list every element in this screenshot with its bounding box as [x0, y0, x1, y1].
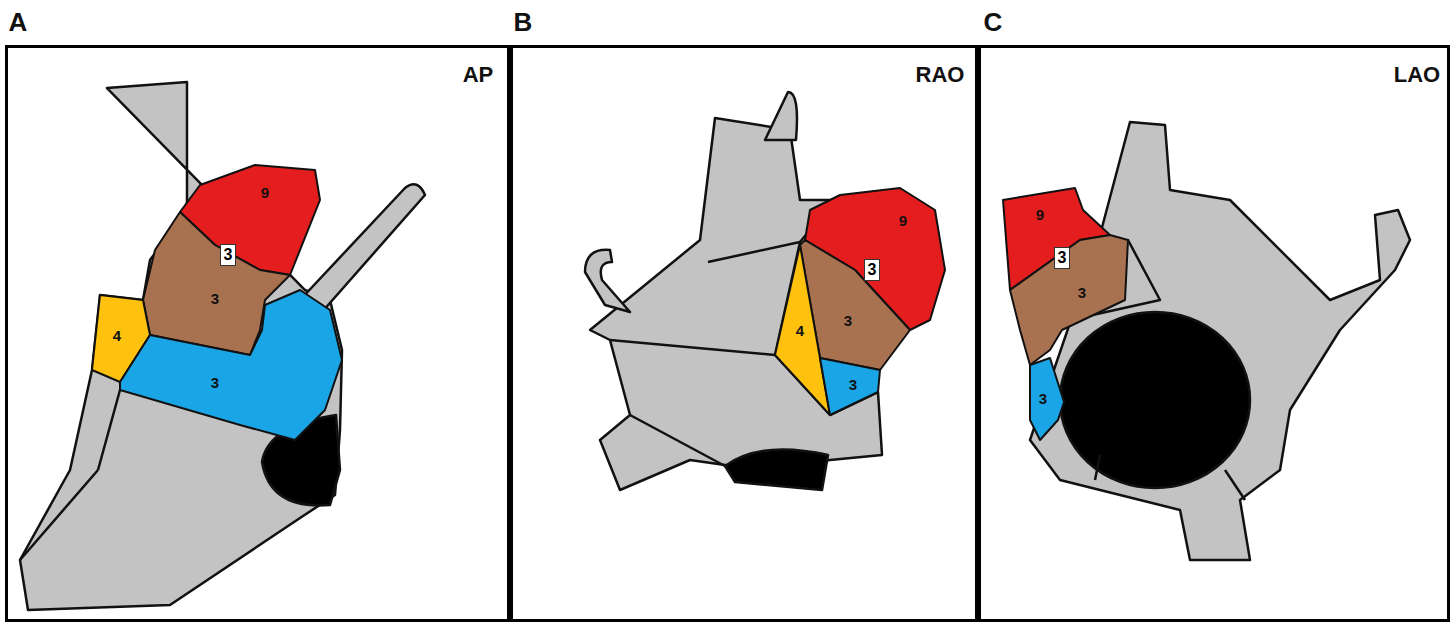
- segment-line: [610, 340, 775, 355]
- panel-letter: B: [514, 9, 533, 35]
- view-label: RAO: [916, 64, 965, 86]
- segment-score: 3: [211, 375, 219, 390]
- boundary-score: 3: [220, 244, 237, 266]
- segment-shape: [120, 290, 342, 440]
- segment-line: [20, 470, 98, 560]
- black-region: [725, 450, 828, 490]
- vessel-branch: [765, 92, 797, 140]
- segment-score: 9: [899, 213, 907, 228]
- segment-line: [98, 390, 120, 470]
- segment-score: 3: [211, 291, 219, 306]
- heart-segment: 3: [120, 290, 342, 440]
- heart-segment: 3: [1030, 358, 1064, 440]
- segment-score: 3: [849, 377, 857, 392]
- heart-segment: 3: [820, 358, 880, 415]
- segment-fill: [1030, 358, 1064, 440]
- segment-line: [630, 415, 725, 466]
- view-panel: A AP 9 3 4 3: [5, 0, 510, 622]
- segment-fill: [775, 245, 830, 415]
- vessel-branch: [585, 250, 630, 312]
- black-region: [1060, 312, 1250, 488]
- segment-score: 4: [796, 323, 804, 338]
- view-panel: C LAO 9 3 3: [978, 0, 1450, 622]
- segment-line: [708, 242, 800, 262]
- segment-score: 3: [844, 313, 852, 328]
- segment-score: 9: [261, 185, 269, 200]
- view-label: LAO: [1394, 64, 1440, 86]
- heart-segment: 4: [775, 245, 830, 415]
- heart-silhouette: [20, 82, 342, 610]
- segment-fill: [820, 358, 880, 415]
- segment-line: [1225, 470, 1245, 500]
- segment-fill: [1010, 235, 1128, 365]
- segment-line: [1095, 455, 1100, 480]
- panel-letter: C: [984, 9, 1003, 35]
- heart-silhouette: [1030, 122, 1410, 560]
- segment-score: 3: [1078, 285, 1086, 300]
- boundary-score: 3: [864, 259, 881, 281]
- segment-fill: [120, 290, 342, 440]
- segment-score: 4: [113, 328, 121, 343]
- panel-letter: A: [9, 9, 28, 35]
- segment-score: 3: [1039, 391, 1047, 406]
- view-label: AP: [463, 64, 494, 86]
- segment-score: 9: [1036, 207, 1044, 222]
- view-panel: B RAO 9 3 4 3: [510, 0, 978, 622]
- boundary-score: 3: [1054, 247, 1071, 269]
